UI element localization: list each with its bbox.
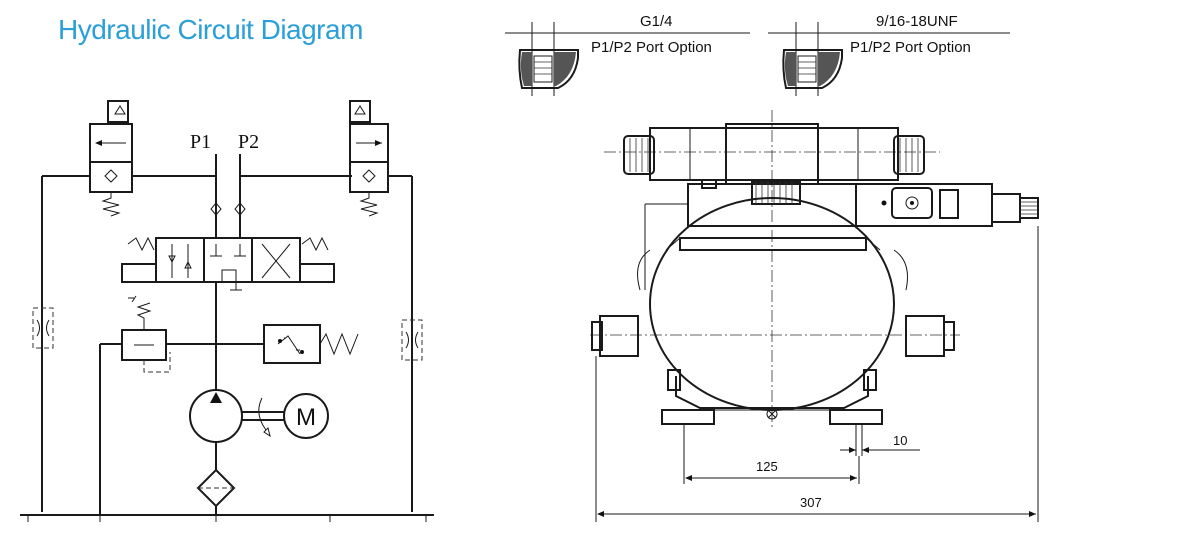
port-option-unf: 9/16-18UNF P1/P2 Port Option	[768, 13, 1010, 96]
hydraulic-circuit: P1 P2	[20, 100, 434, 522]
pressure-switch	[263, 324, 359, 364]
filter	[196, 468, 236, 508]
port-option-g14: G1/4 P1/P2 Port Option	[505, 13, 750, 96]
motor-label: M	[296, 404, 316, 431]
dim-125: 125	[756, 459, 778, 474]
dim-10: 10	[893, 433, 907, 448]
port-p1-label: P1	[190, 131, 211, 153]
page-title: Hydraulic Circuit Diagram	[58, 14, 363, 45]
left-solenoid-valve	[89, 100, 133, 217]
port-thread-unf: 9/16-18UNF	[876, 13, 958, 30]
pump	[189, 389, 284, 443]
relief-valve	[121, 295, 171, 373]
port-thread-g14: G1/4	[640, 13, 673, 30]
left-breather	[32, 307, 54, 349]
directional-control-valve	[121, 236, 335, 291]
dim-307: 307	[800, 495, 822, 510]
motor: M	[283, 393, 329, 439]
port-p2-label: P2	[238, 131, 259, 153]
power-unit-front-view: 10 125 307	[590, 110, 1039, 522]
right-breather	[401, 319, 423, 361]
port-caption-unf: P1/P2 Port Option	[850, 39, 971, 56]
port-caption-g14: P1/P2 Port Option	[591, 39, 712, 56]
right-solenoid-valve	[349, 100, 389, 217]
